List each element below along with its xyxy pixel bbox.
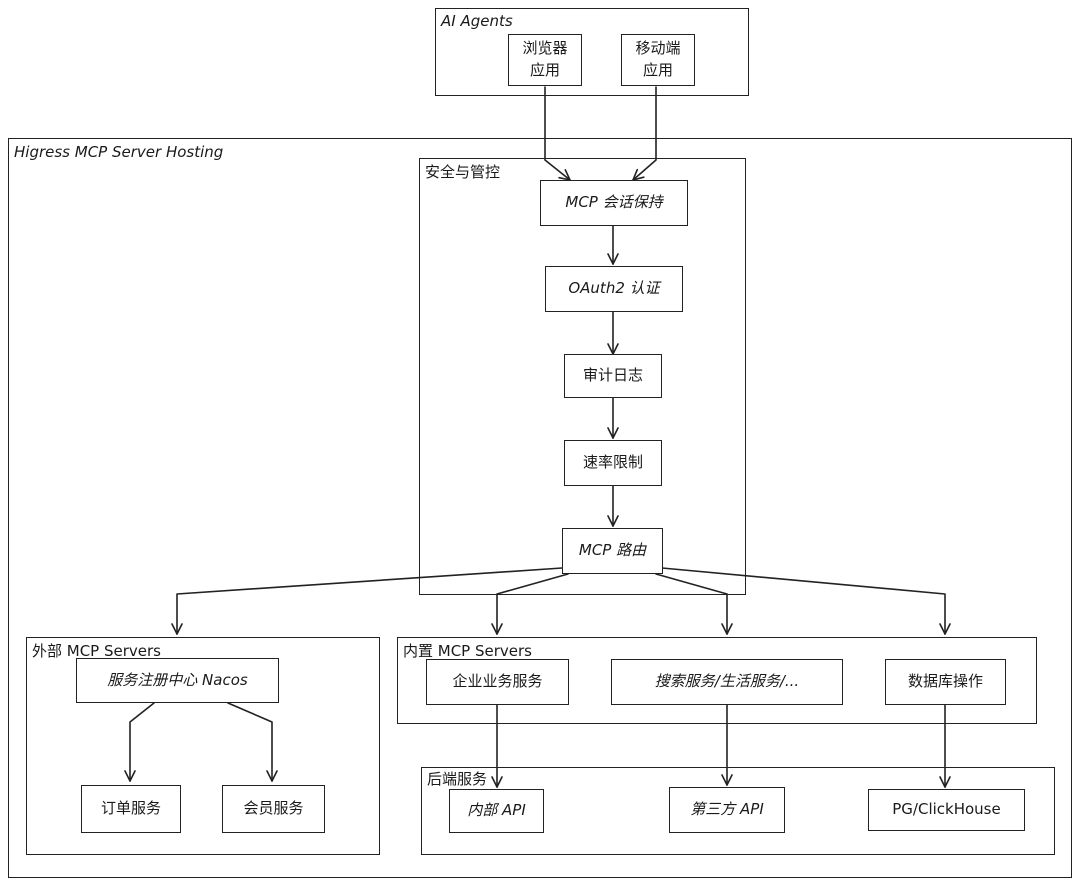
edge-router-to-db	[661, 567, 951, 635]
third-party-api-node: 第三方 API	[669, 787, 785, 833]
security-container	[419, 158, 746, 595]
hosting-container	[8, 138, 1072, 878]
ai-agents-container	[435, 8, 749, 96]
security-label: 安全与管控	[425, 163, 501, 181]
edge-nacos-to-order	[124, 702, 155, 782]
browser-app-node: 浏览器 应用	[508, 34, 582, 86]
edge-router-to-enterprise	[491, 573, 569, 635]
edge-router-to-search	[655, 573, 733, 635]
oauth2-node: OAuth2 认证	[545, 266, 683, 312]
order-service-node: 订单服务	[81, 785, 181, 833]
pg-clickhouse-node: PG/ClickHouse	[868, 789, 1025, 831]
mobile-app-node: 移动端 应用	[621, 34, 695, 86]
hosting-label: Higress MCP Server Hosting	[14, 143, 224, 161]
edge-nacos-to-member	[227, 702, 278, 782]
db-ops-node: 数据库操作	[885, 659, 1006, 705]
builtin-mcp-label: 内置 MCP Servers	[403, 642, 533, 660]
search-service-node: 搜索服务/生活服务/...	[611, 659, 843, 705]
edge-browser-to-session	[544, 86, 571, 181]
backend-label: 后端服务	[427, 770, 488, 788]
mcp-router-node: MCP 路由	[562, 528, 663, 574]
rate-limit-node: 速率限制	[564, 440, 662, 486]
enterprise-service-node: 企业业务服务	[426, 659, 569, 705]
edge-router-to-external	[171, 567, 563, 635]
nacos-node: 服务注册中心 Nacos	[76, 658, 279, 703]
backend-container	[421, 767, 1055, 855]
audit-log-node: 审计日志	[564, 354, 662, 398]
internal-api-node: 内部 API	[449, 789, 544, 833]
external-mcp-label: 外部 MCP Servers	[32, 642, 162, 660]
ai-agents-label: AI Agents	[441, 12, 513, 30]
external-mcp-container	[26, 637, 380, 855]
mcp-session-node: MCP 会话保持	[540, 180, 688, 226]
edge-mobile-to-session	[632, 86, 657, 181]
builtin-mcp-container	[397, 637, 1037, 724]
member-service-node: 会员服务	[222, 785, 325, 833]
